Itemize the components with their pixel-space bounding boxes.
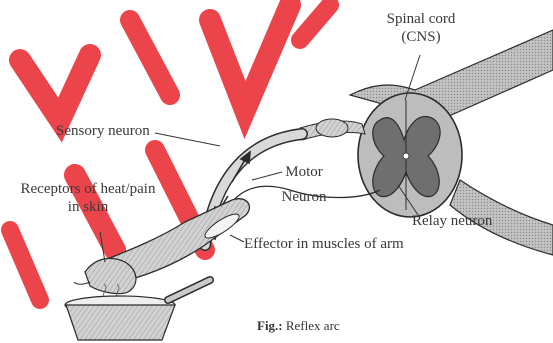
label-motor-line2: Neuron (270, 188, 338, 206)
label-spinal-cord-line1: Spinal cord (368, 10, 474, 28)
label-effector: Effector in muscles of arm (244, 235, 404, 253)
label-motor-line1: Motor (270, 163, 338, 181)
label-receptors: Receptors of heat/pain in skin (8, 180, 168, 216)
label-spinal-cord: Spinal cord (CNS) (368, 10, 474, 46)
figure-caption-text: Reflex arc (286, 318, 340, 333)
label-receptors-line2: in skin (8, 198, 168, 216)
label-motor-neuron: Motor Neuron (270, 163, 338, 206)
label-relay-neuron: Relay neuron (412, 212, 492, 230)
label-sensory-neuron: Sensory neuron (56, 122, 150, 140)
dorsal-root-nerve (300, 119, 365, 140)
label-spinal-cord-line2: (CNS) (368, 28, 474, 46)
figure-caption: Fig.: Reflex arc (257, 318, 340, 334)
figure-caption-prefix: Fig.: (257, 318, 283, 333)
hand (74, 258, 136, 293)
label-receptors-line1: Receptors of heat/pain (8, 180, 168, 198)
hot-pan (65, 280, 210, 340)
